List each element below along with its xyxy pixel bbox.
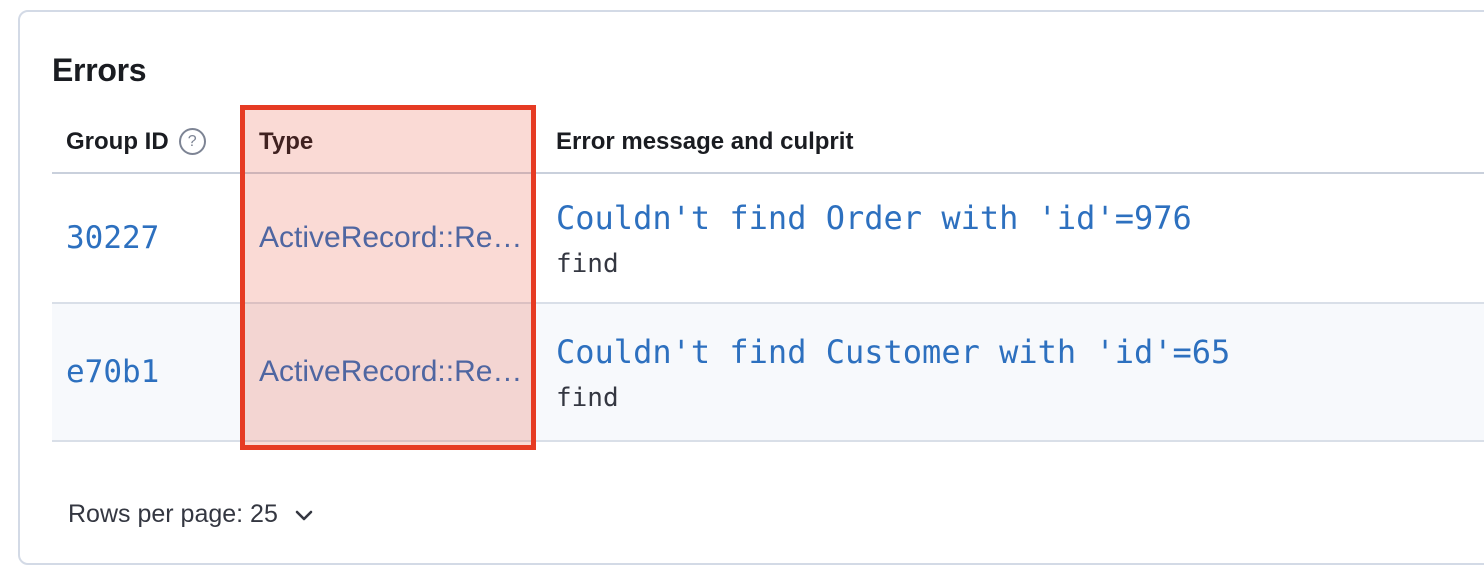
error-type-link[interactable]: ActiveRecord::Re… (259, 221, 523, 254)
help-icon[interactable]: ? (178, 128, 206, 155)
error-message-link[interactable]: Couldn't find Order with 'id'=976 (556, 199, 1192, 237)
errors-panel: Errors Group ID ? Type Error message and… (18, 10, 1484, 565)
errors-table: Group ID ? Type Error message and culpri… (52, 111, 1484, 442)
table-header-row: Group ID ? Type Error message and culpri… (52, 111, 1484, 174)
error-message-link[interactable]: Couldn't find Customer with 'id'=65 (556, 333, 1231, 371)
group-id-cell: e70b1 (52, 304, 240, 440)
message-cell: Couldn't find Customer with 'id'=65 find (536, 304, 1484, 440)
table-footer: Rows per page: 25 (52, 496, 1484, 533)
column-header-type[interactable]: Type (259, 127, 314, 155)
error-culprit: find (556, 383, 619, 413)
type-cell: ActiveRecord::Re… (240, 304, 536, 440)
error-group-id-link[interactable]: 30227 (66, 220, 160, 256)
type-cell: ActiveRecord::Re… (240, 174, 536, 302)
error-culprit: find (556, 249, 619, 279)
column-header-message: Error message and culprit (556, 127, 854, 155)
table-row: 30227 ActiveRecord::Re… Couldn't find Or… (52, 174, 1484, 304)
message-cell: Couldn't find Order with 'id'=976 find (536, 174, 1484, 302)
group-id-cell: 30227 (52, 174, 240, 302)
chevron-down-icon (295, 510, 313, 520)
panel-title: Errors (52, 52, 147, 88)
error-group-id-link[interactable]: e70b1 (66, 354, 160, 390)
column-header-group-id[interactable]: Group ID ? (52, 128, 240, 156)
error-type-link[interactable]: ActiveRecord::Re… (259, 355, 523, 388)
rows-per-page-label: Rows per page: 25 (68, 500, 278, 528)
rows-per-page-button[interactable]: Rows per page: 25 (52, 496, 316, 533)
table-row: e70b1 ActiveRecord::Re… Couldn't find Cu… (52, 304, 1484, 442)
column-header-group-id-label: Group ID (66, 127, 169, 155)
help-icon-glyph: ? (187, 132, 197, 150)
